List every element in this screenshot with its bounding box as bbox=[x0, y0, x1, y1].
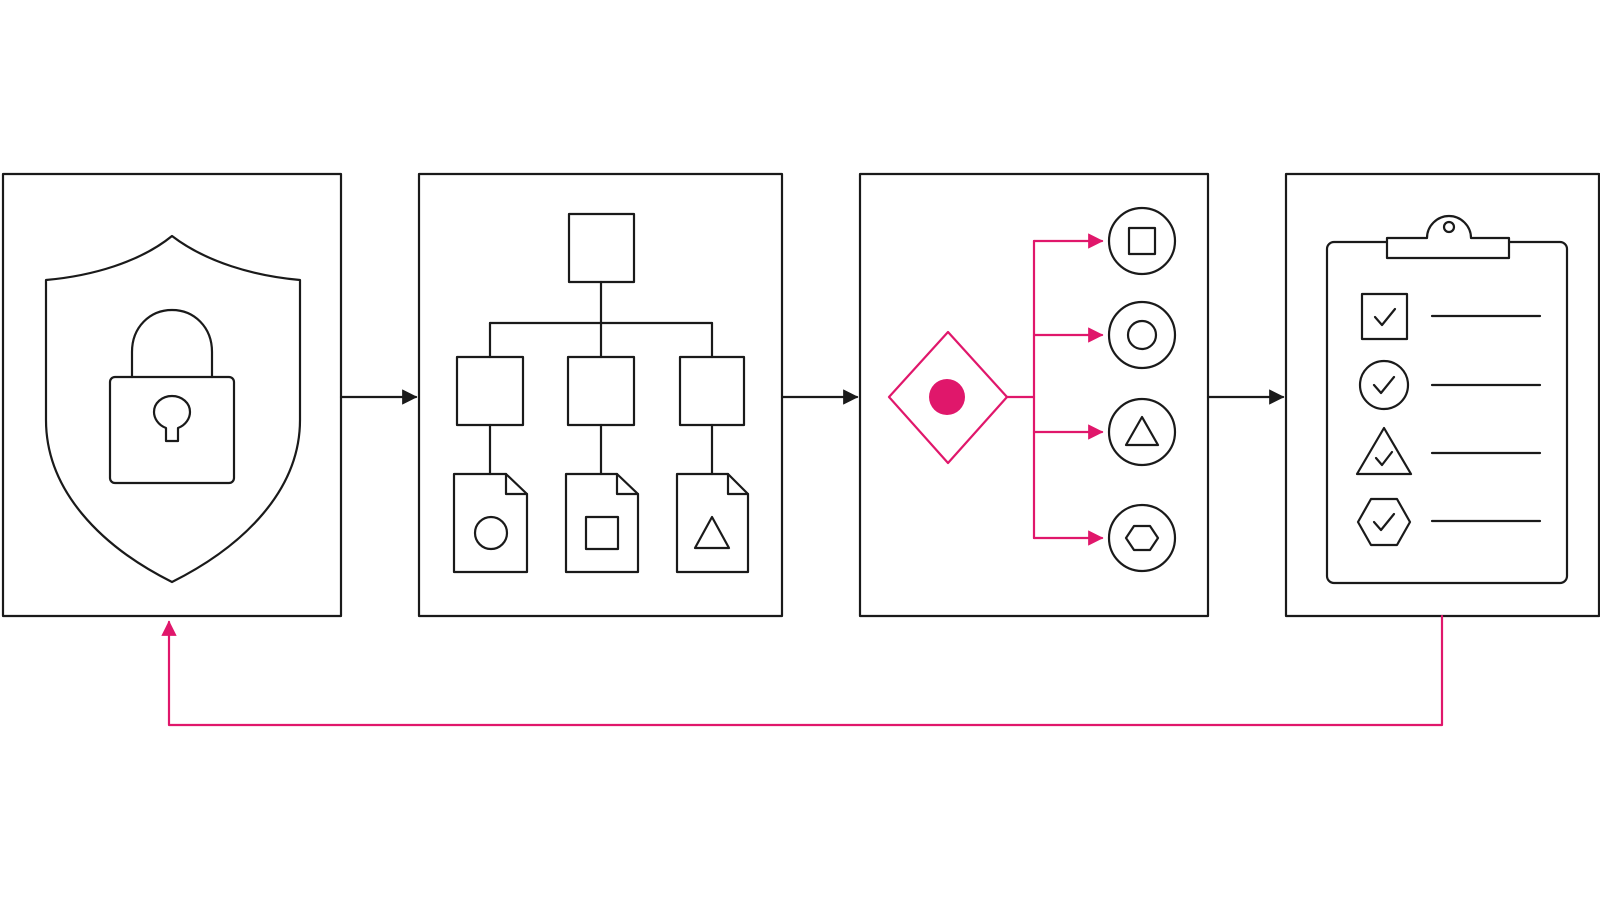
document-circle-icon bbox=[452, 472, 529, 574]
check-hexagon-icon bbox=[1356, 497, 1412, 547]
decision-branch-icon bbox=[887, 206, 1177, 573]
keyhole-icon bbox=[152, 394, 192, 443]
stage-organize-frame bbox=[417, 172, 784, 618]
feedback-loop-arrow bbox=[161, 614, 1444, 727]
shield-icon bbox=[44, 234, 302, 584]
document-square-icon bbox=[564, 472, 640, 574]
child-node-middle bbox=[566, 355, 636, 427]
output-triangle-icon bbox=[1107, 397, 1177, 467]
check-square-icon bbox=[1360, 292, 1409, 341]
decision-dot bbox=[929, 379, 965, 415]
decision-diamond bbox=[887, 330, 1009, 465]
output-hexagon-icon bbox=[1107, 503, 1177, 573]
padlock-body bbox=[108, 375, 236, 485]
check-circle-icon bbox=[1358, 359, 1410, 411]
padlock-shackle bbox=[130, 308, 214, 379]
document-triangle-icon bbox=[675, 472, 750, 574]
stage-route-frame bbox=[858, 172, 1210, 618]
hierarchy-tree-icon bbox=[452, 212, 750, 574]
stage-secure-frame bbox=[1, 172, 343, 618]
stage-secure bbox=[1, 172, 343, 618]
root-node bbox=[567, 212, 636, 284]
stage-verify bbox=[1284, 172, 1600, 618]
check-triangle-icon bbox=[1355, 426, 1413, 476]
clipboard-clip bbox=[1385, 214, 1511, 260]
stage-route bbox=[858, 172, 1210, 618]
checklist-clipboard-icon bbox=[1325, 214, 1569, 585]
stage-organize bbox=[417, 172, 784, 618]
child-node-right bbox=[678, 355, 746, 427]
output-square-icon bbox=[1107, 206, 1177, 276]
child-node-left bbox=[455, 355, 525, 427]
output-circle-icon bbox=[1107, 300, 1177, 370]
shield-lock-icon bbox=[44, 234, 302, 584]
